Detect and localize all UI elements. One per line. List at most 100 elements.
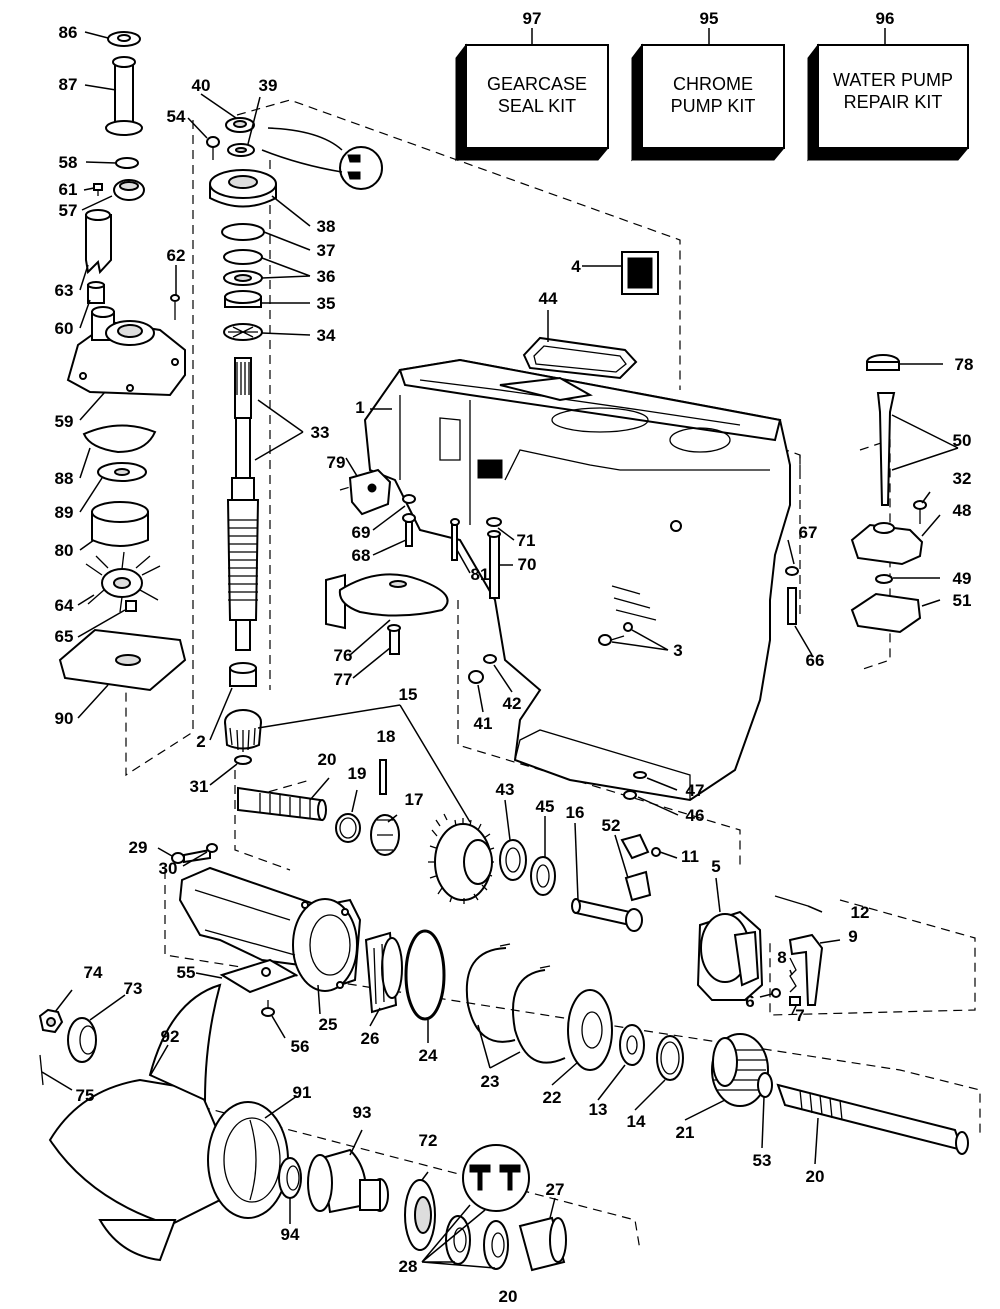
part-4-strainer[interactable] [621, 251, 659, 295]
part-35-bearing[interactable] [224, 290, 262, 308]
callout-40: 40 [192, 76, 211, 95]
part-8-spring[interactable] [789, 957, 797, 993]
part-7-pin[interactable] [789, 996, 801, 1006]
part-58-o-ring[interactable] [115, 157, 139, 169]
part-27-bearing[interactable] [518, 1216, 567, 1272]
part-19-bearing[interactable] [335, 813, 361, 843]
kit-box-water-pump-repair[interactable]: WATER PUMP REPAIR KIT [806, 43, 970, 162]
part-6-ball[interactable] [771, 988, 781, 998]
part-93-hub[interactable] [307, 1148, 389, 1214]
part-31-washer[interactable] [234, 755, 252, 765]
part-20-propeller-shaft[interactable] [776, 1083, 969, 1155]
part-67-washer[interactable] [785, 566, 799, 576]
part-60-sleeve[interactable] [87, 281, 105, 304]
part-32-screw[interactable] [913, 500, 927, 524]
part-15-forward-gear[interactable] [428, 813, 495, 904]
kit-label-line1: GEARCASE [487, 74, 587, 94]
kit-box-gearcase-seal[interactable]: GEARCASE SEAL KIT [454, 43, 610, 162]
part-33-driveshaft[interactable] [226, 357, 260, 651]
part-46-screw[interactable] [623, 790, 637, 800]
part-62-screw[interactable] [170, 294, 180, 320]
callout-27: 27 [546, 1180, 565, 1199]
callout-32: 32 [953, 469, 972, 488]
part-57-grommet[interactable] [113, 179, 145, 201]
part-92-propeller[interactable] [48, 983, 289, 1262]
part-73-spacer[interactable] [67, 1017, 97, 1063]
part-24-o-ring[interactable] [404, 929, 446, 1021]
part-45-shim[interactable] [530, 856, 556, 896]
part-48-cover[interactable] [850, 522, 924, 566]
part-70-screw[interactable] [487, 530, 501, 599]
part-86-washer[interactable] [107, 31, 141, 47]
part-26-bearing[interactable] [364, 931, 403, 1014]
part-68-screw[interactable] [402, 513, 416, 547]
part-11-detent[interactable] [620, 833, 661, 860]
part-61-screw[interactable] [93, 183, 103, 196]
part-39-seal[interactable] [227, 143, 255, 157]
part-23-retaining-rings[interactable] [465, 943, 566, 1064]
part-65-pin[interactable] [125, 600, 137, 612]
part-54-screw[interactable] [206, 136, 220, 160]
part-88-gasket[interactable] [82, 424, 157, 454]
part-53-thrust-washer[interactable] [757, 1072, 773, 1098]
part-1-gearcase-housing[interactable] [363, 358, 791, 802]
part-9-shifter[interactable] [788, 933, 824, 1006]
part-76-anode[interactable] [325, 573, 449, 630]
part-37-o-ring[interactable] [221, 223, 265, 241]
part-22-retainer-plate[interactable] [567, 989, 613, 1071]
part-20-bearing-carrier[interactable] [237, 786, 327, 822]
part-89-plate[interactable] [97, 462, 147, 482]
part-49-o-ring[interactable] [875, 574, 893, 584]
part-94-bushing[interactable] [278, 1157, 302, 1199]
part-81-stud[interactable] [450, 518, 460, 561]
part-47-washer[interactable] [633, 771, 647, 779]
part-50-shift-rod[interactable] [876, 392, 896, 506]
part-56-screw[interactable] [261, 1000, 275, 1017]
part-72-thrust-hub[interactable] [404, 1179, 436, 1251]
part-43-washer[interactable] [499, 839, 527, 881]
part-52-cradle[interactable] [624, 870, 652, 902]
part-59-pump-housing[interactable] [66, 306, 186, 397]
part-71-washer[interactable] [486, 517, 502, 527]
callout-48: 48 [953, 501, 972, 520]
part-15-pinion[interactable] [224, 709, 262, 752]
part-74-nut[interactable] [38, 1008, 64, 1034]
part-75-cotter-pin[interactable] [39, 1054, 44, 1086]
part-5-clutch-dog[interactable] [696, 910, 764, 1001]
part-13-washer[interactable] [619, 1024, 645, 1066]
callout-72: 72 [419, 1131, 438, 1150]
part-64-impeller[interactable] [85, 551, 161, 613]
part-69-washer[interactable] [402, 494, 416, 504]
part-78-grommet[interactable] [866, 354, 900, 371]
callout-17: 17 [405, 790, 424, 809]
part-79-grommet[interactable] [348, 468, 392, 516]
part-3-screw[interactable] [598, 622, 633, 646]
part-30-washer[interactable] [206, 843, 218, 853]
part-38-housing[interactable] [209, 169, 277, 208]
part-66-screw[interactable] [787, 587, 797, 625]
part-51-gasket[interactable] [850, 592, 922, 634]
part-77-screw[interactable] [387, 624, 401, 655]
part-18-pin[interactable] [379, 759, 387, 795]
part-41-plug[interactable] [468, 670, 484, 684]
kit-box-chrome-pump[interactable]: CHROME PUMP KIT [630, 43, 786, 162]
part-25-bearing-housing[interactable] [178, 866, 362, 992]
part-80-impeller-liner[interactable] [91, 501, 149, 547]
part-17-clutch[interactable] [370, 814, 400, 856]
part-14-bearing[interactable] [656, 1035, 684, 1081]
part-21-reverse-gear[interactable] [711, 1033, 769, 1107]
part-40-seal[interactable] [225, 117, 255, 133]
part-87-tube[interactable] [105, 56, 143, 136]
part-28-seals[interactable] [445, 1215, 509, 1270]
part-63-liner[interactable] [85, 209, 112, 275]
part-55-anode[interactable] [219, 958, 299, 994]
part-42-washer[interactable] [483, 654, 497, 664]
part-2-bearing[interactable] [229, 662, 257, 687]
part-34-bearing[interactable] [223, 323, 263, 341]
part-29-screw[interactable] [171, 848, 211, 864]
part-12-pin[interactable] [774, 895, 809, 907]
part-44-gasket[interactable] [522, 336, 638, 380]
part-16-pin[interactable] [571, 898, 643, 932]
part-36-seals[interactable] [223, 249, 263, 286]
part-90-plate[interactable] [58, 628, 187, 692]
